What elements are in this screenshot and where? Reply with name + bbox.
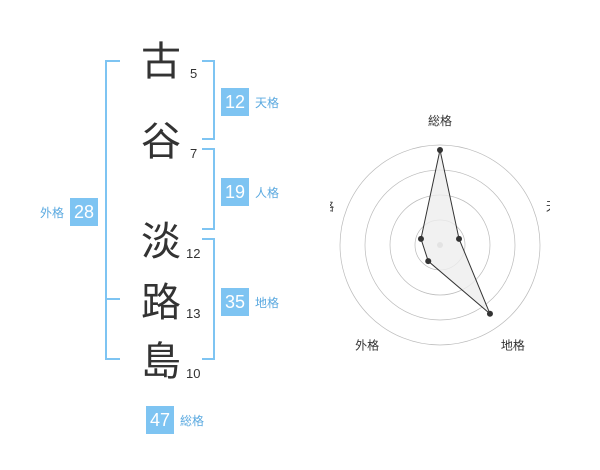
jinkaku-label: 人格 [255, 185, 280, 200]
radar-point-5 [417, 235, 424, 242]
chikaku-score: 35 地格 [221, 288, 279, 316]
soukaku-label: 総格 [180, 413, 205, 428]
radar-point-1 [437, 147, 443, 153]
radar-axis-label-3: 地格 [501, 337, 525, 352]
stroke-count-3: 12 [186, 246, 201, 261]
stroke-count-2: 7 [190, 146, 198, 161]
radar-axis-label-4: 外格 [355, 337, 379, 352]
radar-axis-label-5: 人格 [330, 199, 334, 214]
radar-axis-labels: 総格天格地格 外格 人格 [330, 113, 550, 352]
radar-point-2 [456, 235, 463, 242]
tenkaku-score: 12 天格 [221, 88, 279, 116]
chikaku-value: 35 [221, 288, 249, 316]
chikaku-label: 地格 [255, 295, 280, 310]
tenkaku-value: 12 [221, 88, 249, 116]
name-char-2: 谷 [141, 119, 181, 165]
gaikaku-score: 外格 28 [40, 198, 99, 226]
stroke-count-5: 10 [186, 366, 201, 381]
gaikaku-value: 28 [70, 198, 99, 226]
name-char-5: 島 [141, 339, 181, 385]
jinkaku-value: 19 [221, 178, 249, 206]
soukaku-value: 47 [146, 406, 174, 434]
jinkaku-score: 19 人格 [221, 178, 279, 206]
name-char-4: 路 [141, 280, 181, 326]
name-char-1: 古 [141, 39, 181, 85]
radar-point-3 [486, 310, 493, 317]
radar-grid-ring-4 [339, 144, 541, 346]
name-char-3: 淡 [141, 219, 181, 265]
tenkaku-label: 天格 [255, 95, 280, 110]
stroke-count-4: 13 [186, 306, 201, 321]
soukaku-score: 47 総格 [146, 406, 204, 434]
stroke-count-1: 5 [190, 66, 198, 81]
radar-axis-label-2: 天格 [546, 199, 550, 214]
gaikaku-label: 外格 [40, 205, 65, 220]
fortune-radar-chart: 総格天格地格 外格 人格 [330, 113, 550, 352]
radar-point-4 [425, 258, 432, 265]
radar-area [420, 149, 491, 315]
radar-axis-label-1: 総格 [428, 113, 452, 128]
radar-points [417, 147, 493, 317]
